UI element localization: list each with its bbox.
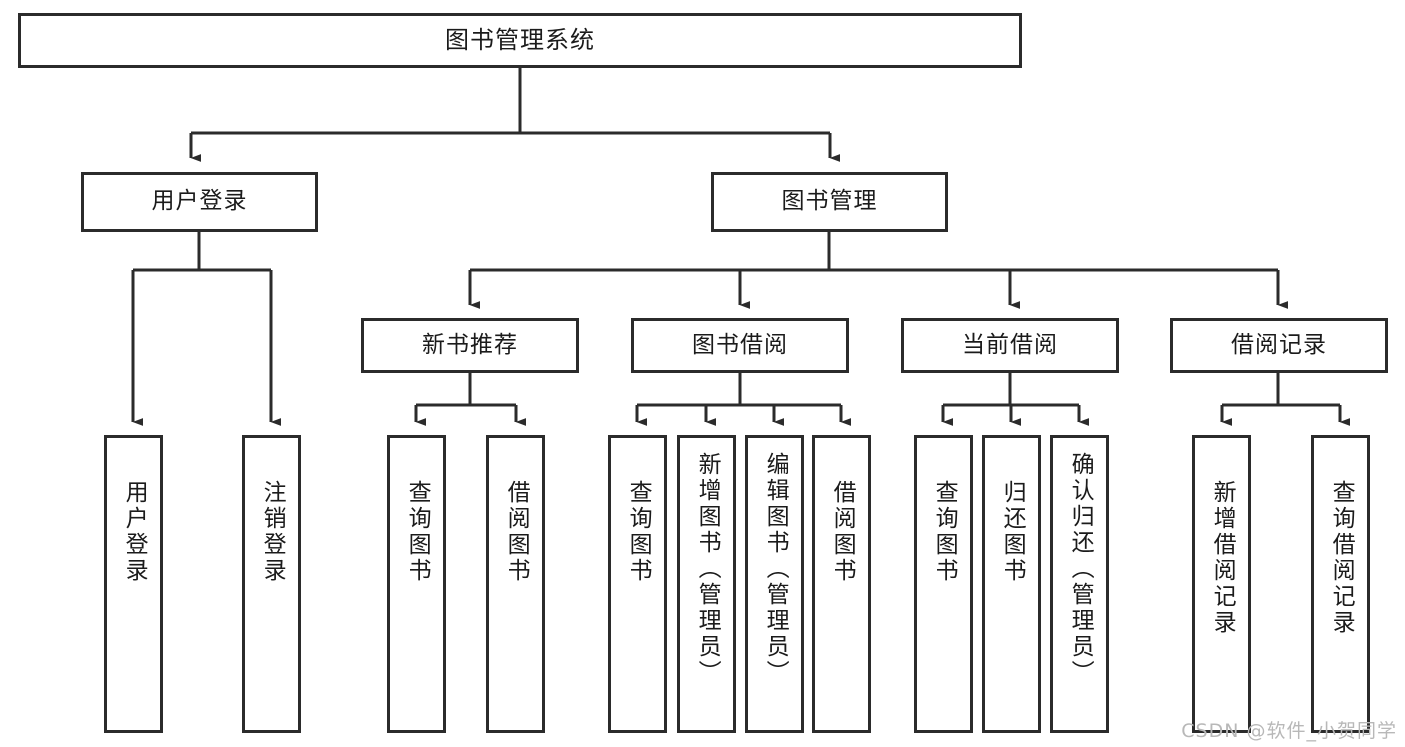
watermark-text: CSDN @软件_小贺同学 [1181,720,1397,742]
node-label: 归还图书 [999,480,1026,584]
node-leaf-borrow-book-recommend[interactable]: 借阅图书 [486,435,545,733]
node-leaf-query-book-current[interactable]: 查询图书 [914,435,973,733]
node-leaf-query-borrow-record[interactable]: 查询借阅记录 [1311,435,1370,733]
node-new-book-recommend[interactable]: 新书推荐 [361,318,579,373]
node-label: 查询借阅记录 [1328,480,1355,636]
node-leaf-query-book-recommend[interactable]: 查询图书 [387,435,446,733]
node-book-borrow[interactable]: 图书借阅 [631,318,849,373]
node-leaf-user-login[interactable]: 用户登录 [104,435,163,733]
node-leaf-user-logout[interactable]: 注销登录 [242,435,301,733]
node-leaf-query-book-borrow[interactable]: 查询图书 [608,435,667,733]
node-label: 借阅图书 [829,480,856,584]
node-borrow-record[interactable]: 借阅记录 [1170,318,1388,373]
node-label: 编辑图书（管理员） [762,452,789,686]
node-label: 注销登录 [259,480,286,584]
node-label: 用户登录 [121,480,148,584]
node-label: 新增图书（管理员） [694,452,721,686]
node-label: 查询图书 [404,480,431,584]
node-label: 查询图书 [931,480,958,584]
node-label: 新书推荐 [422,331,518,358]
node-label: 图书管理系统 [445,26,595,55]
node-label: 确认归还（管理员） [1067,452,1094,686]
node-label: 当前借阅 [962,331,1058,358]
node-label: 图书管理 [781,188,878,215]
node-book-management[interactable]: 图书管理 [711,172,948,232]
node-label: 图书借阅 [692,331,788,358]
node-leaf-edit-book[interactable]: 编辑图书（管理员） [745,435,804,733]
node-label: 用户登录 [151,188,248,215]
node-label: 查询图书 [625,480,652,584]
node-leaf-add-book[interactable]: 新增图书（管理员） [677,435,736,733]
node-label: 借阅记录 [1231,331,1327,358]
node-root-book-management-system[interactable]: 图书管理系统 [18,13,1022,68]
node-user-login[interactable]: 用户登录 [81,172,318,232]
node-label: 新增借阅记录 [1209,480,1236,636]
node-current-borrow[interactable]: 当前借阅 [901,318,1119,373]
node-leaf-add-borrow-record[interactable]: 新增借阅记录 [1192,435,1251,733]
node-leaf-borrow-book[interactable]: 借阅图书 [812,435,871,733]
node-leaf-confirm-return[interactable]: 确认归还（管理员） [1050,435,1109,733]
node-leaf-return-book[interactable]: 归还图书 [982,435,1041,733]
node-label: 借阅图书 [503,480,530,584]
